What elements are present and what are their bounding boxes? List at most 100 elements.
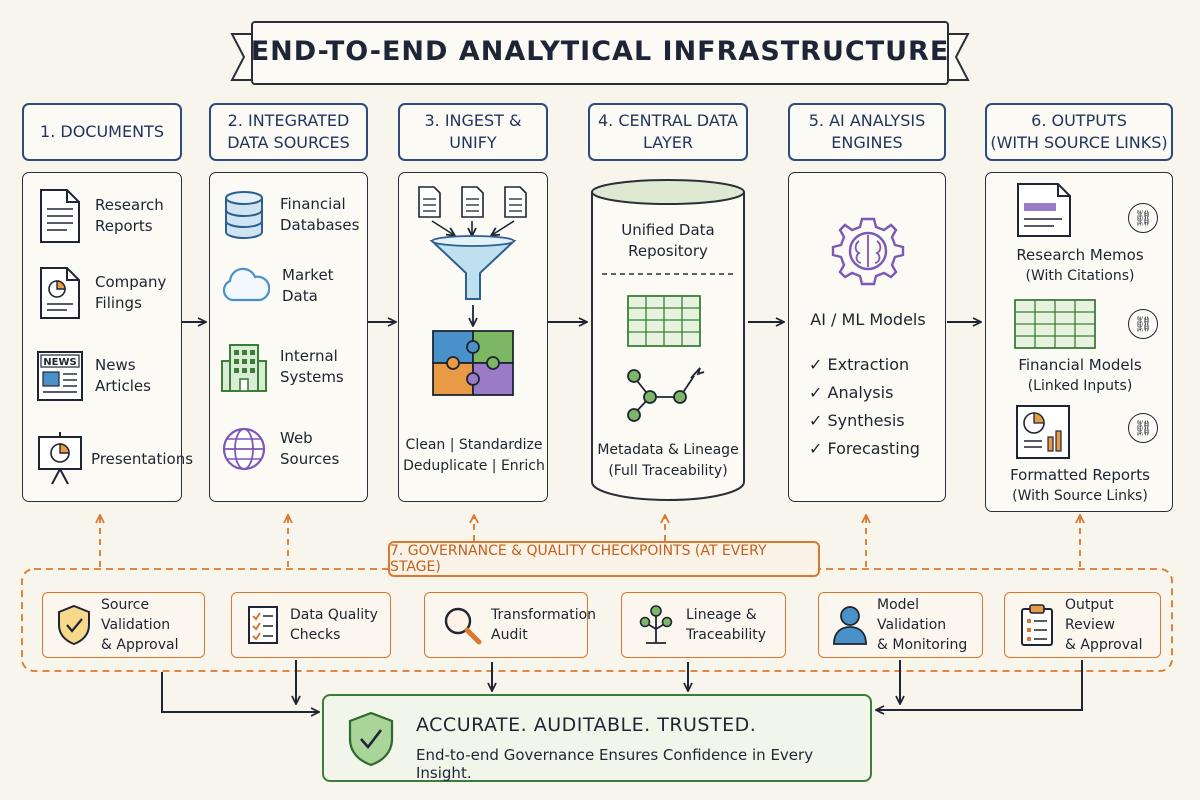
header-line: ENGINES bbox=[831, 133, 903, 152]
globe-icon bbox=[222, 427, 266, 471]
document-icon bbox=[418, 186, 527, 218]
doc-label: Articles bbox=[95, 377, 151, 395]
doc-label: Filings bbox=[95, 294, 142, 312]
result-headline: ACCURATE. AUDITABLE. TRUSTED. bbox=[416, 714, 757, 736]
result-banner: ACCURATE. AUDITABLE. TRUSTED. End-to-end… bbox=[322, 694, 872, 782]
ingest-panel: Clean | Standardize Deduplicate | Enrich bbox=[398, 172, 548, 502]
ai-models-label: AI / ML Models bbox=[810, 310, 926, 329]
checkpoint-label: Data Quality bbox=[290, 607, 378, 623]
doc-label: Research bbox=[95, 196, 164, 214]
repository-caption: Unified Data Repository bbox=[588, 220, 748, 262]
doc-label: Company bbox=[95, 273, 167, 291]
output-label: (With Source Links) bbox=[1012, 488, 1148, 504]
check-label: Analysis bbox=[827, 383, 894, 402]
output-label: Financial Models bbox=[1018, 356, 1142, 374]
funnel-icon bbox=[429, 240, 517, 300]
output-label: Research Memos bbox=[1016, 246, 1144, 264]
output-label: (Linked Inputs) bbox=[1027, 378, 1133, 394]
checkpoint-label: & Approval bbox=[101, 637, 179, 653]
check-label: Forecasting bbox=[827, 439, 920, 458]
header-line: 4. CENTRAL DATA bbox=[597, 111, 738, 130]
repo-label: Unified Data bbox=[621, 221, 715, 239]
shield-check-icon bbox=[58, 604, 90, 646]
checkpoint-model-validation: Model Validation & Monitoring bbox=[818, 592, 983, 658]
newspaper-badge: NEWS bbox=[43, 357, 76, 368]
checkpoint-label: Output Review bbox=[1065, 597, 1115, 633]
ai-engines-panel: AI / ML Models ✓ Extraction ✓ Analysis ✓… bbox=[788, 172, 946, 502]
clipboard-icon bbox=[1021, 604, 1053, 646]
checkpoint-output-review: Output Review & Approval bbox=[1004, 592, 1161, 658]
doc-label: News bbox=[95, 356, 136, 374]
output-label: (With Citations) bbox=[1025, 268, 1135, 284]
checklist-icon bbox=[248, 606, 278, 644]
source-link-icon[interactable]: ⛓ bbox=[1128, 413, 1158, 443]
output-caption-models: Financial Models (Linked Inputs) bbox=[986, 355, 1174, 397]
check-item-analysis: ✓ Analysis bbox=[809, 383, 894, 402]
header-line: 3. INGEST & bbox=[424, 111, 522, 130]
title-ribbon bbox=[230, 21, 970, 85]
source-label: Data bbox=[282, 287, 318, 305]
cloud-icon bbox=[222, 267, 270, 302]
header-line: 1. DOCUMENTS bbox=[40, 122, 164, 141]
checkpoint-label: Audit bbox=[491, 627, 528, 643]
repo-label: Repository bbox=[628, 242, 708, 260]
checkpoint-label: Checks bbox=[290, 627, 341, 643]
memo-icon bbox=[1017, 183, 1071, 237]
column-header-documents: 1. DOCUMENTS bbox=[22, 103, 182, 161]
output-label: Formatted Reports bbox=[1010, 466, 1150, 484]
metadata-caption: Metadata & Lineage (Full Traceability) bbox=[588, 440, 748, 482]
checkpoint-label: Transformation bbox=[491, 607, 597, 623]
header-line: 2. INTEGRATED bbox=[227, 111, 350, 130]
checkpoint-label: Model Validation bbox=[877, 597, 947, 633]
newspaper-icon: NEWS bbox=[37, 351, 83, 401]
column-header-central: 4. CENTRAL DATA LAYER bbox=[588, 103, 748, 161]
doc-label: Presentations bbox=[91, 449, 194, 468]
checkpoint-source-validation: Source Validation& Approval bbox=[42, 592, 205, 658]
check-label: Synthesis bbox=[827, 411, 905, 430]
checkpoint-label: Lineage & bbox=[686, 607, 757, 623]
check-item-forecasting: ✓ Forecasting bbox=[809, 439, 920, 458]
lineage-graph-icon bbox=[627, 367, 705, 422]
brain-gear-icon bbox=[831, 217, 905, 286]
meta-label: Metadata & Lineage bbox=[597, 442, 739, 458]
column-header-outputs: 6. OUTPUTS(WITH SOURCE LINKS) bbox=[985, 103, 1173, 161]
result-arrow-1 bbox=[161, 672, 318, 712]
checkpoint-label: & Approval bbox=[1065, 637, 1143, 653]
check-item-extraction: ✓ Extraction bbox=[809, 355, 910, 374]
ingest-illustration bbox=[418, 186, 527, 396]
outputs-panel: ⛓ Research Memos (With Citations) ⛓ Fina… bbox=[985, 172, 1173, 512]
source-label: Market bbox=[282, 266, 334, 284]
output-caption-reports: Formatted Reports (With Source Links) bbox=[986, 465, 1174, 507]
magnifier-icon bbox=[444, 607, 482, 645]
result-subline: End-to-end Governance Ensures Confidence… bbox=[416, 746, 814, 782]
ingest-steps: Clean | Standardize bbox=[405, 437, 543, 453]
title-banner: END-TO-END ANALYTICAL INFRASTRUCTURE bbox=[240, 18, 960, 84]
header-line: UNIFY bbox=[449, 133, 497, 152]
building-icon bbox=[221, 344, 267, 392]
spreadsheet-icon bbox=[1014, 299, 1096, 349]
source-label: Financial bbox=[280, 195, 346, 213]
check-item-synthesis: ✓ Synthesis bbox=[809, 411, 905, 430]
tree-icon bbox=[639, 605, 673, 644]
source-label: Databases bbox=[280, 216, 360, 234]
source-link-icon[interactable]: ⛓ bbox=[1128, 203, 1158, 233]
header-line: LAYER bbox=[643, 133, 693, 152]
source-link-icon[interactable]: ⛓ bbox=[1128, 309, 1158, 339]
person-icon bbox=[833, 606, 867, 645]
output-caption-memos: Research Memos (With Citations) bbox=[986, 245, 1174, 287]
source-label: Web bbox=[280, 429, 313, 447]
source-label: Sources bbox=[280, 450, 340, 468]
doc-label: Reports bbox=[95, 217, 153, 235]
checkpoint-label: & Monitoring bbox=[877, 637, 968, 653]
spreadsheet-icon bbox=[627, 295, 701, 347]
shield-check-icon bbox=[348, 711, 394, 767]
database-icon bbox=[225, 191, 263, 239]
check-label: Extraction bbox=[827, 355, 910, 374]
presentation-icon bbox=[38, 432, 82, 485]
